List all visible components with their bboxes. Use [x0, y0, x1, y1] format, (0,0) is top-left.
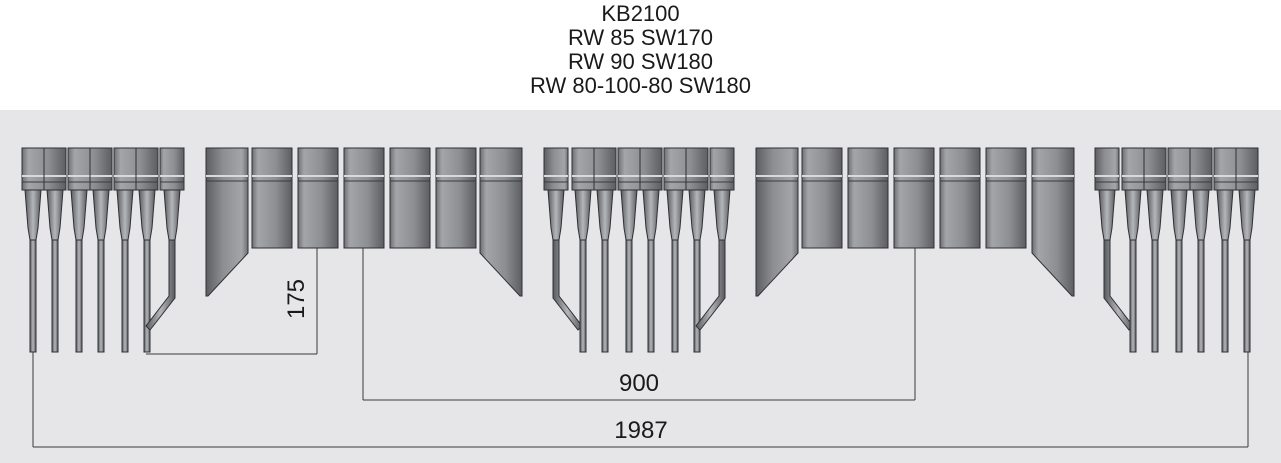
title-block: KB2100 RW 85 SW170 RW 90 SW180 RW 80-100…: [0, 2, 1281, 98]
dimension-1987-lines: [32, 352, 1249, 448]
title-config-1: RW 85 SW170: [567, 25, 714, 50]
dimension-175-label: 175: [283, 279, 310, 319]
dimension-900-label: 900: [619, 370, 659, 397]
block-group-left: [205, 147, 523, 297]
dimension-175-lines: [146, 248, 318, 355]
tine-group-right: [1094, 147, 1259, 353]
tine-group-left: [21, 147, 185, 353]
title-config-3: RW 80-100-80 SW180: [530, 73, 751, 98]
dimension-1987-label: 1987: [614, 417, 667, 444]
title-config-2: RW 90 SW180: [567, 49, 714, 74]
dimension-900-lines: [362, 248, 916, 401]
tine-group-center: [543, 147, 735, 353]
title-model: KB2100: [601, 1, 680, 26]
